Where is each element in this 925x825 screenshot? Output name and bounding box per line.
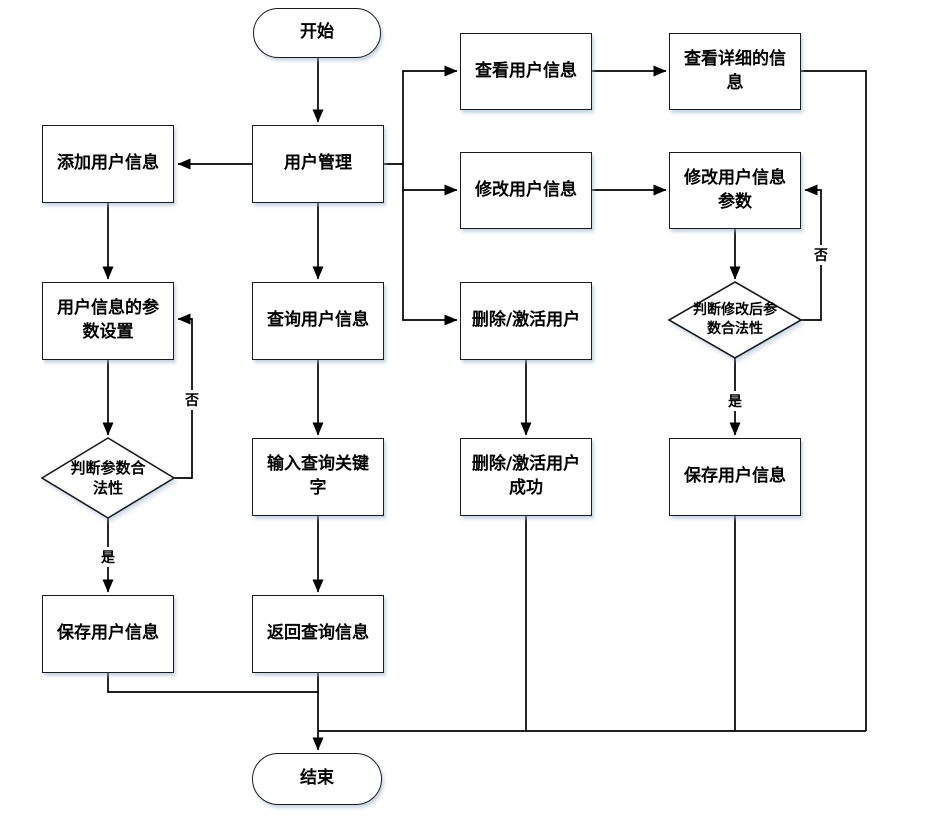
node-modify-user: 修改用户信息 [460,152,592,229]
node-end: 结束 [252,753,382,805]
node-input-keyword: 输入查询关键字 [252,438,384,516]
edge-label-check-modified-no: 否 [813,245,829,265]
node-save-user-right: 保存用户信息 [669,438,801,516]
edge-label-check-param-no: 否 [184,390,200,410]
node-add-user: 添加用户信息 [42,125,174,203]
node-query-user: 查询用户信息 [252,282,384,360]
edge-view-detail-right-down [801,70,867,731]
node-view-detail: 查看详细的信息 [669,33,801,110]
node-start: 开始 [253,8,381,58]
node-check-modified: 判断修改后参数合法性 [667,281,803,359]
edge-user-mgmt-to-view-user [384,65,458,165]
diamond-label: 判断修改后参数合法性 [693,302,777,337]
node-delete-success: 删除/激活用户成功 [460,438,592,516]
edge-user-mgmt-to-delete-user [402,190,458,326]
diamond-shape [667,281,803,359]
node-delete-user: 删除/激活用户 [460,282,592,360]
diamond-shape [40,437,176,519]
node-modify-param: 修改用户信息参数 [669,152,801,229]
edge-label-check-param-yes: 是 [100,547,116,567]
node-param-setting: 用户信息的参数设置 [42,282,174,360]
edge-label-check-modified-yes: 是 [727,391,743,411]
diamond-label: 判断参数合法性 [70,458,146,497]
edge-save-left-down-merge [107,673,318,693]
node-return-query: 返回查询信息 [252,595,384,673]
node-view-user: 查看用户信息 [460,33,592,110]
node-user-mgmt: 用户管理 [252,125,384,203]
node-check-param: 判断参数合法性 [40,437,176,519]
node-save-user-left: 保存用户信息 [42,595,174,673]
edge-user-mgmt-to-modify-user [402,164,458,196]
